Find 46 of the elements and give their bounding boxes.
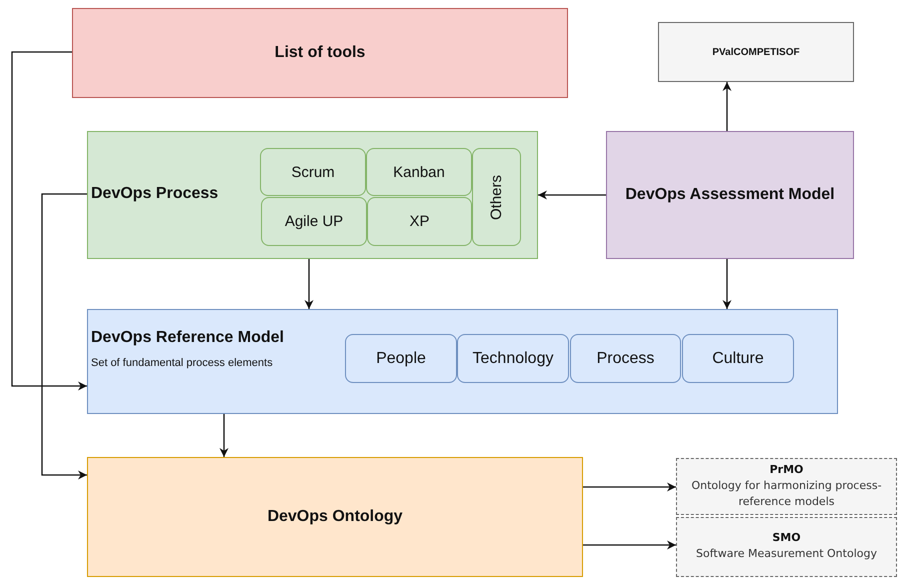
box-title: Culture xyxy=(712,350,764,368)
box-title: Others xyxy=(488,174,505,220)
process-box xyxy=(606,131,854,259)
arrow xyxy=(722,82,732,131)
box-title: SMO xyxy=(772,531,801,544)
element-box xyxy=(345,334,457,383)
arrow xyxy=(583,482,676,492)
box-title: Technology xyxy=(472,350,554,368)
arrow xyxy=(220,414,228,457)
box-title: Kanban xyxy=(393,164,445,180)
arrow xyxy=(538,190,606,200)
box-description: Ontology for harmonizing process-reference models xyxy=(690,478,883,510)
box-title: DevOps Reference Model xyxy=(91,329,284,348)
element-box xyxy=(570,334,681,383)
arrow xyxy=(583,540,676,550)
box-title: DevOps Process xyxy=(91,185,218,203)
box-title: Agile UP xyxy=(284,213,344,230)
box-title: DevOps Ontology xyxy=(267,508,403,526)
box-title: PrMO xyxy=(770,462,804,476)
box-title: DevOps Assessment Model xyxy=(625,186,835,204)
process-box xyxy=(87,309,838,414)
process-box xyxy=(87,457,583,577)
process-box xyxy=(87,131,538,259)
box-title: XP xyxy=(409,213,430,230)
element-box xyxy=(366,148,472,196)
box-title: Scrum xyxy=(291,164,335,180)
ontology-box xyxy=(676,458,897,515)
box-title: People xyxy=(376,350,426,368)
element-box xyxy=(457,334,569,383)
element-box xyxy=(261,197,367,246)
element-box xyxy=(367,197,472,246)
arrow xyxy=(722,259,732,309)
box-title: PValCOMPETISOF xyxy=(712,46,800,58)
arrow xyxy=(304,259,314,309)
box-description: Set of fundamental process elements xyxy=(91,356,273,372)
arrow xyxy=(11,51,87,390)
element-box xyxy=(260,148,366,196)
box-title: List of tools xyxy=(274,44,366,62)
process-box xyxy=(658,22,854,82)
process-box xyxy=(72,8,568,98)
element-box xyxy=(682,334,794,383)
element-box xyxy=(472,148,521,246)
arrow xyxy=(41,193,87,480)
box-title: Process xyxy=(596,350,654,368)
ontology-box xyxy=(676,517,897,577)
box-description: Software Measurement Ontology xyxy=(696,546,877,562)
